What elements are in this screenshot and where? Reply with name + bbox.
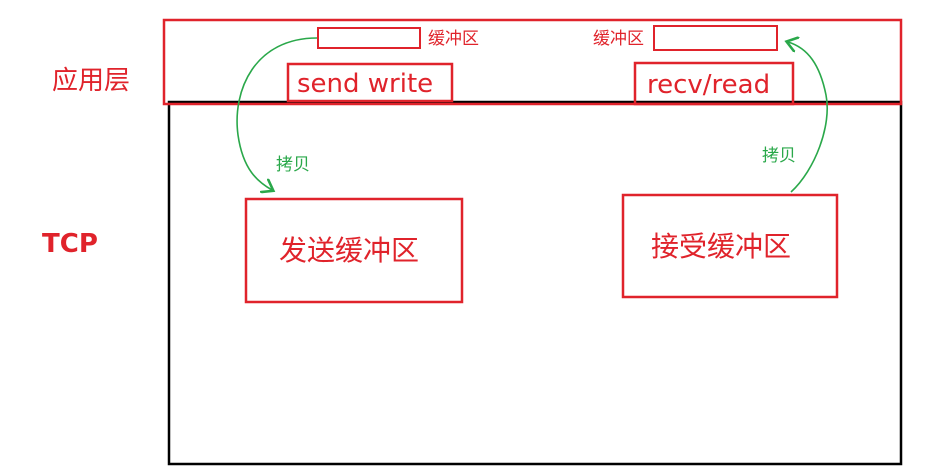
tcp-send-buffer-box [244,197,464,304]
app-recv-buffer-box [653,25,778,51]
app-recv-buffer-label: 缓冲区 [593,29,644,49]
right-copy-label: 拷贝 [762,146,796,166]
app-layer-label: 应用层 [52,66,130,96]
left-copy-label: 拷贝 [276,155,310,175]
recv-read-label: recv/read [647,70,770,100]
tcp-recv-buffer-label: 接受缓冲区 [651,230,791,263]
tcp-layer-label: TCP [42,229,98,259]
app-layer-band [162,18,903,106]
left-copy-arrow [236,37,318,190]
app-send-buffer-label: 缓冲区 [428,29,479,49]
tcp-container [167,100,903,466]
app-send-buffer-box [317,27,421,49]
right-copy-arrow [788,42,828,193]
tcp-recv-buffer-box [621,193,839,299]
tcp-send-buffer-label: 发送缓冲区 [279,234,419,267]
send-write-label: send write [297,69,433,99]
send-write-box [286,62,454,103]
recv-read-box [633,61,795,106]
